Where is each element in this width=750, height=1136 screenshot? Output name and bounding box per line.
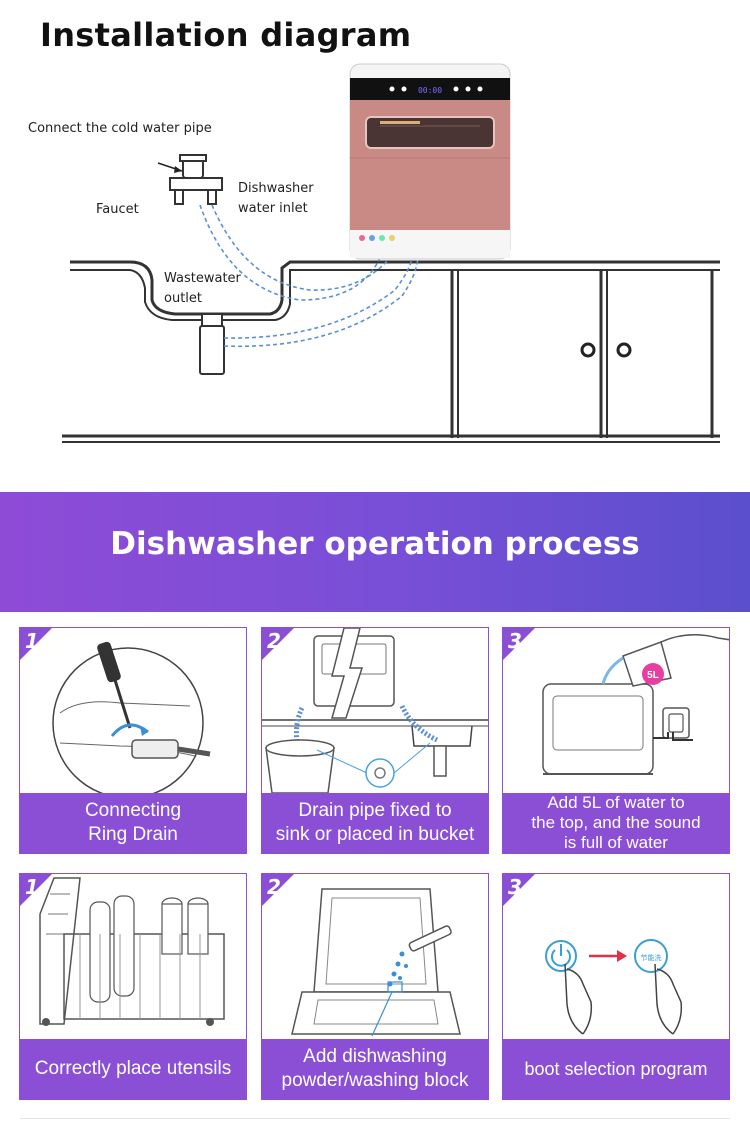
step-card-place-utensils: 1 Correctly place utensils: [19, 873, 247, 1100]
svg-text:节能洗: 节能洗: [641, 953, 662, 962]
add-water-illustration: 5L: [542, 634, 729, 775]
process-banner: Dishwasher operation process: [0, 492, 750, 612]
step-number: 1: [25, 875, 39, 899]
label-cold-water-pipe: Connect the cold water pipe: [28, 121, 212, 136]
label-inlet-line2: water inlet: [238, 201, 308, 216]
label-outlet-line1: Wastewater: [164, 271, 241, 286]
step-card-add-powder: 2 Add dishwashing powder/washing block: [261, 873, 489, 1100]
svg-text:00:00: 00:00: [418, 86, 442, 95]
drain-pipe-illustration: [262, 628, 488, 793]
step-card-select-program: 节能洗 3 boot selection program: [502, 873, 730, 1100]
step-number: 3: [508, 875, 522, 899]
installation-title: Installation diagram: [40, 16, 412, 54]
label-outlet-line2: outlet: [164, 291, 202, 306]
label-inlet-line1: Dishwasher: [238, 181, 314, 196]
installation-illustration: 00:00: [62, 63, 720, 443]
step-card-add-water: 5L 3 Add 5L of water to the top, and the…: [502, 627, 730, 854]
step-caption: Add 5L of water to the top, and the soun…: [503, 793, 729, 853]
select-program-illustration: 节能洗: [545, 939, 683, 1035]
step-number: 2: [267, 629, 281, 653]
step-number: 3: [508, 629, 522, 653]
installation-section: Installation diagram 0: [0, 0, 750, 490]
step-number: 1: [25, 629, 39, 653]
process-title: Dishwasher operation process: [110, 526, 640, 562]
screwdriver-illustration: [52, 641, 211, 793]
step-caption: Connecting Ring Drain: [20, 793, 246, 853]
step-caption: boot selection program: [503, 1039, 729, 1099]
step-caption: Correctly place utensils: [20, 1039, 246, 1099]
dish-rack-illustration: [39, 877, 225, 1026]
label-faucet: Faucet: [96, 202, 139, 217]
step-caption: Add dishwashing powder/washing block: [262, 1039, 488, 1099]
step-card-drain-pipe: 2 Drain pipe fixed to sink or placed in …: [261, 627, 489, 854]
add-powder-illustration: [291, 888, 461, 1037]
step-number: 2: [267, 875, 281, 899]
svg-text:5L: 5L: [647, 670, 659, 681]
step-card-connect-drain: 1 Connecting Ring Drain: [19, 627, 247, 854]
divider: [20, 1118, 730, 1119]
step-caption: Drain pipe fixed to sink or placed in bu…: [262, 793, 488, 853]
